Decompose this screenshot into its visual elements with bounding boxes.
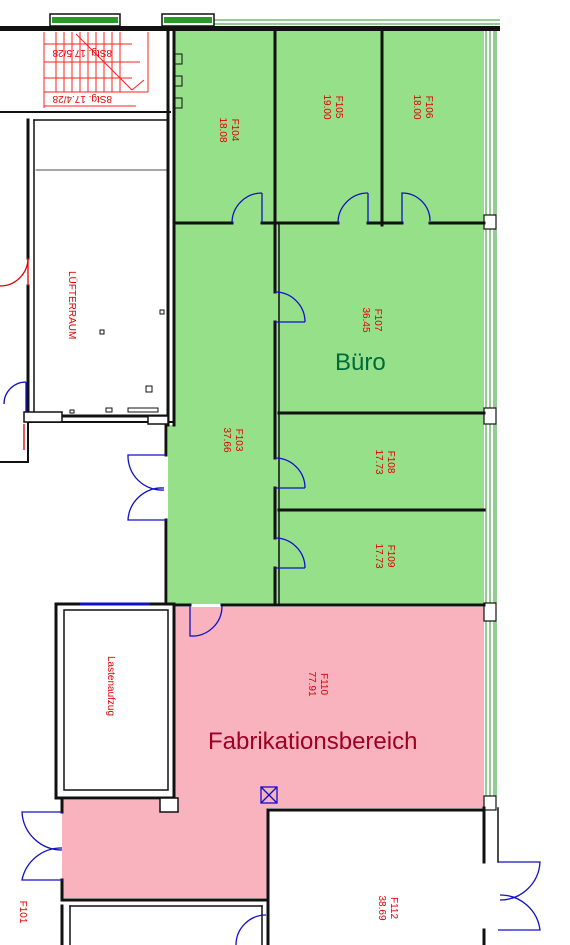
fan-room-fixtures: [69, 53, 183, 414]
room-number: F104: [229, 119, 240, 142]
room-number: F103: [233, 429, 244, 452]
top-wall: [0, 13, 500, 31]
fan-room-label: LÜFTERRAUM: [66, 271, 78, 339]
room-area: 18.08: [217, 117, 228, 142]
room-area: 19.00: [321, 94, 332, 119]
fabrication-zone-fill: [62, 607, 484, 898]
room-number: F112: [388, 897, 399, 919]
room-area: 17.73: [373, 449, 384, 474]
stair-label-top: 8Stg. 17.5/28: [52, 47, 112, 58]
red-door-swing: [0, 257, 29, 450]
room-area: 77.91: [306, 671, 317, 696]
room-area: 17.73: [373, 543, 384, 568]
stair-label-bottom: 8Stg. 17.4/28: [52, 93, 112, 104]
office-zone-fill: [168, 30, 484, 604]
fabrication-zone-label: Fabrikationsbereich: [208, 728, 417, 755]
room-number: F101: [17, 901, 28, 924]
room-number: F106: [423, 96, 434, 119]
room-number: F107: [372, 309, 383, 332]
office-zone-label: Büro: [335, 349, 386, 376]
facade-mullions: [483, 214, 497, 811]
room-number: F105: [333, 96, 344, 119]
room-number: F108: [385, 451, 396, 474]
room-area: 38.69: [376, 895, 387, 920]
room-area: 36.45: [360, 307, 371, 332]
room-label-f101: F101: [17, 901, 28, 924]
room-area: 37.66: [221, 427, 232, 452]
columns: [23, 411, 179, 813]
room-number: F110: [318, 673, 329, 695]
doors: [3, 192, 541, 945]
room-area: 18.00: [411, 94, 422, 119]
floor-drain-marker: [260, 786, 278, 804]
freight-elevator-label: Lastenaufzug: [105, 656, 116, 716]
staircase: [43, 32, 149, 108]
room-number: F109: [385, 545, 396, 568]
walls: [0, 28, 499, 945]
